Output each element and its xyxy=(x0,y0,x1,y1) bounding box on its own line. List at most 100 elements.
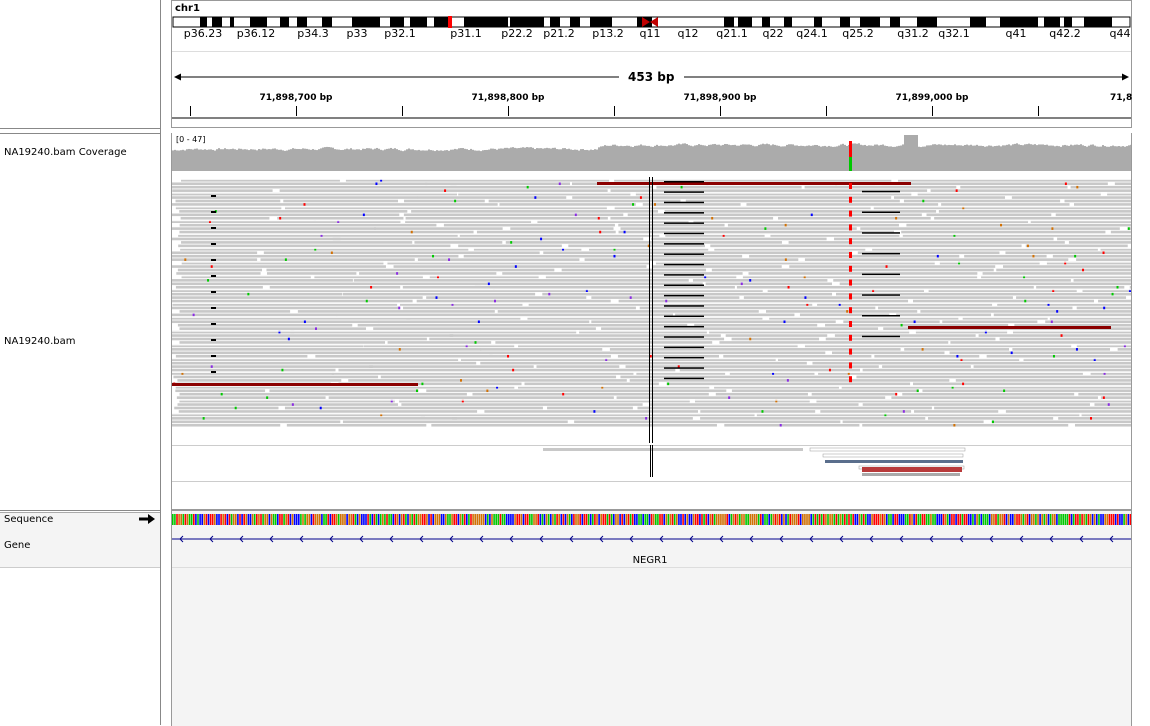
sequence-track[interactable] xyxy=(172,514,1131,527)
alignment-track-name[interactable]: NA19240.bam xyxy=(4,336,76,347)
aligned-read xyxy=(284,206,607,210)
coverage-bar xyxy=(648,145,650,171)
aligned-read xyxy=(277,216,404,220)
mismatch-base xyxy=(510,241,513,244)
aligned-read xyxy=(524,382,659,386)
sequence-base xyxy=(522,514,525,525)
mismatch-base xyxy=(895,392,898,396)
sequence-base xyxy=(289,514,292,525)
mismatch-base xyxy=(921,348,924,351)
coverage-bar xyxy=(1004,145,1006,171)
coverage-bar xyxy=(422,150,424,171)
sequence-base xyxy=(1039,514,1041,525)
coverage-bar xyxy=(228,149,230,171)
coverage-bar xyxy=(906,135,908,171)
aligned-read xyxy=(1094,403,1131,406)
sequence-base xyxy=(491,514,493,525)
sequence-base xyxy=(1060,514,1062,525)
mismatch-base xyxy=(444,189,447,192)
sequence-base xyxy=(978,514,980,525)
gene-track[interactable] xyxy=(172,533,1131,545)
mismatch-base xyxy=(1064,261,1067,265)
coverage-bar xyxy=(496,149,498,171)
coverage-bar xyxy=(662,145,664,171)
coverage-bar xyxy=(1008,144,1010,171)
gene-track-name[interactable]: Gene xyxy=(4,540,31,551)
mismatch-base xyxy=(1103,372,1106,375)
chromosome-ideogram[interactable] xyxy=(172,16,1131,28)
coverage-bar xyxy=(566,149,568,171)
mismatch-base xyxy=(585,289,588,292)
sequence-base xyxy=(747,514,749,525)
coverage-bar xyxy=(702,145,704,171)
sequence-base xyxy=(405,514,407,525)
aligned-read xyxy=(1129,285,1131,289)
mismatch-base xyxy=(677,365,680,368)
coverage-bar xyxy=(802,145,804,171)
coverage-bar xyxy=(894,146,896,171)
aligned-read xyxy=(545,275,737,279)
mismatch-base xyxy=(810,213,813,217)
sequence-base xyxy=(1024,514,1027,525)
aligned-read xyxy=(812,361,1131,365)
coverage-track[interactable] xyxy=(172,133,1131,173)
aligned-read xyxy=(348,379,627,382)
alignment-track[interactable] xyxy=(172,177,1131,509)
right-arrow-icon[interactable] xyxy=(138,513,156,525)
coverage-bar xyxy=(240,148,242,171)
aligned-read xyxy=(175,389,266,393)
coverage-bar xyxy=(994,146,996,171)
aligned-read xyxy=(993,313,1131,317)
coverage-bar xyxy=(1022,145,1024,171)
coverage-bar xyxy=(376,147,378,171)
coverage-bar xyxy=(932,144,934,171)
coverage-bar xyxy=(486,149,488,171)
mismatch-base xyxy=(281,368,284,372)
sequence-base xyxy=(967,514,970,525)
strand-chevron-icon xyxy=(569,535,574,543)
aligned-read xyxy=(342,420,568,424)
coverage-bar xyxy=(570,149,572,171)
aligned-read xyxy=(172,423,281,427)
insertion-marker xyxy=(211,211,216,213)
coverage-track-name[interactable]: NA19240.bam Coverage xyxy=(4,147,127,158)
sequence-base xyxy=(352,514,355,525)
sequence-base xyxy=(249,514,252,525)
coverage-bar xyxy=(642,145,644,171)
sequence-base xyxy=(720,514,722,525)
coverage-bar xyxy=(816,144,818,171)
sequence-base xyxy=(287,514,290,525)
mismatch-base xyxy=(1064,182,1067,186)
coverage-bar xyxy=(1110,146,1112,171)
ruler[interactable] xyxy=(172,105,1131,126)
mismatch-base xyxy=(432,254,435,258)
coverage-bar xyxy=(742,144,744,171)
sequence-base xyxy=(403,514,405,525)
coverage-bar xyxy=(880,144,882,171)
aligned-read xyxy=(537,220,689,223)
aligned-read xyxy=(404,199,485,203)
ideogram-band xyxy=(410,17,427,27)
coverage-bar xyxy=(944,144,946,171)
coverage-bar xyxy=(1070,144,1072,171)
coverage-bar xyxy=(342,149,344,171)
coverage-bar xyxy=(242,149,244,171)
coverage-bar xyxy=(704,145,706,171)
mismatch-base xyxy=(872,289,875,292)
coverage-bar xyxy=(272,148,274,171)
deletion-gap xyxy=(862,273,900,276)
data-panel: [0 - 47] xyxy=(171,133,1132,510)
coverage-bar xyxy=(776,145,778,171)
insertion-marker xyxy=(211,291,216,293)
mismatch-base xyxy=(398,348,401,351)
coverage-bar xyxy=(900,145,902,171)
span-label: 453 bp xyxy=(628,70,675,84)
mismatch-base xyxy=(210,265,213,268)
coverage-bar xyxy=(196,148,198,171)
sequence-track-name[interactable]: Sequence xyxy=(4,514,54,525)
strand-chevron-icon xyxy=(239,535,244,543)
mismatch-base xyxy=(512,368,515,372)
strand-chevron-icon xyxy=(689,535,694,543)
sequence-base xyxy=(398,514,401,525)
feature-name-area xyxy=(0,512,160,568)
